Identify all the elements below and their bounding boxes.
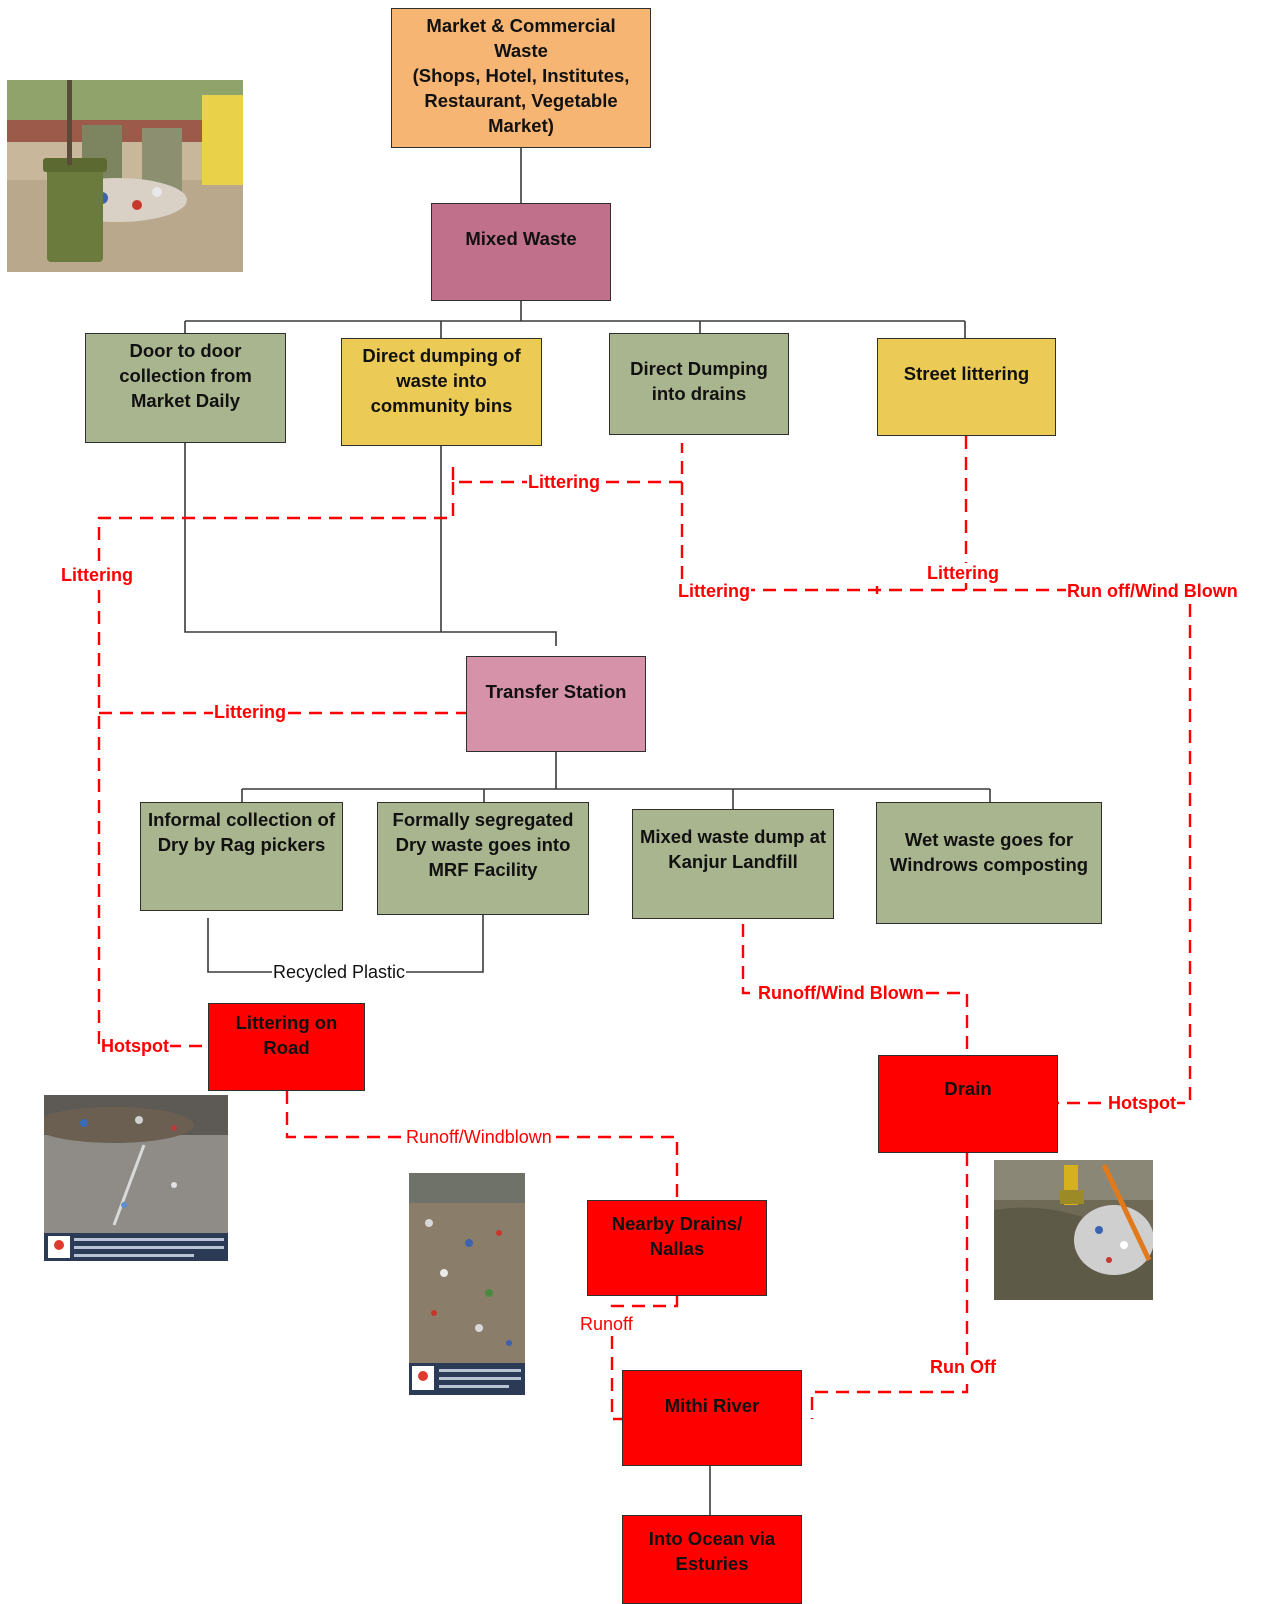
- node-door-to-door: Door to door collection from Market Dail…: [85, 333, 286, 443]
- node-mrf-facility-label: Formally segregated Dry waste goes into …: [392, 809, 574, 880]
- node-nearby-drains-nallas: Nearby Drains/ Nallas: [587, 1200, 767, 1296]
- node-nearby-drains-nallas-label: Nearby Drains/ Nallas: [611, 1213, 743, 1259]
- edge-label-littering-street: Littering: [926, 563, 1000, 583]
- photo-bins: [7, 80, 243, 272]
- node-drain-label: Drain: [944, 1078, 992, 1099]
- connector-mixed-branches: [184, 300, 966, 338]
- dash-nallas-mithi: [610, 1296, 679, 1421]
- node-dumping-drains-label: Direct Dumping into drains: [630, 358, 768, 404]
- node-littering-on-road: Littering on Road: [208, 1003, 365, 1091]
- node-littering-on-road-label: Littering on Road: [235, 1012, 338, 1058]
- node-door-to-door-label: Door to door collection from Market Dail…: [119, 340, 252, 411]
- edge-label-recycled-plastic: Recycled Plastic: [272, 962, 407, 982]
- photo-road: [44, 1095, 228, 1261]
- node-ocean-estuaries: Into Ocean via Esturies: [622, 1515, 802, 1604]
- edge-label-runoff-wind-blown-landfill: Runoff/Wind Blown: [757, 983, 925, 1003]
- node-street-littering-label: Street littering: [903, 363, 1030, 384]
- solid-connectors: [184, 148, 991, 1515]
- edge-label-runoff-wind-blown: Run off/Wind Blown: [1066, 581, 1239, 601]
- node-community-bins-label: Direct dumping of waste into community b…: [362, 345, 521, 416]
- node-drain: Drain: [878, 1055, 1058, 1153]
- edge-label-runoff: Runoff: [579, 1314, 634, 1334]
- edge-label-littering-drain: Littering: [677, 581, 751, 601]
- edge-label-runoff-windblown: Runoff/Windblown: [405, 1127, 553, 1147]
- connector-door-transfer: [184, 443, 557, 646]
- connector-transfer-branches: [241, 752, 991, 809]
- dash-drain-mithi: [810, 1153, 969, 1419]
- edge-label-hotspot-left: Hotspot: [100, 1036, 170, 1056]
- node-dumping-drains: Direct Dumping into drains: [609, 333, 789, 435]
- node-street-littering: Street littering: [877, 338, 1056, 436]
- node-ocean-estuaries-label: Into Ocean via Esturies: [648, 1528, 776, 1574]
- node-mixed-waste-label: Mixed Waste: [465, 228, 577, 249]
- edge-label-littering-top: Littering: [527, 472, 601, 492]
- node-mrf-facility: Formally segregated Dry waste goes into …: [377, 802, 589, 915]
- edge-label-littering-transfer: Littering: [213, 702, 287, 722]
- node-transfer-station: Transfer Station: [466, 656, 646, 752]
- node-market-commercial-waste-label: Market & Commercial Waste (Shops, Hotel,…: [412, 15, 630, 136]
- node-windrows-composting: Wet waste goes for Windrows composting: [876, 802, 1102, 924]
- node-informal-collection: Informal collection of Dry by Rag picker…: [140, 802, 343, 911]
- node-market-commercial-waste: Market & Commercial Waste (Shops, Hotel,…: [391, 8, 651, 148]
- photo-pile: [409, 1173, 525, 1395]
- node-informal-collection-label: Informal collection of Dry by Rag picker…: [147, 809, 336, 855]
- node-mithi-river-label: Mithi River: [664, 1395, 760, 1416]
- edge-label-hotspot-right: Hotspot: [1107, 1093, 1177, 1113]
- photo-drain: [994, 1160, 1153, 1300]
- edge-label-run-off: Run Off: [929, 1357, 997, 1377]
- node-kanjur-landfill: Mixed waste dump at Kanjur Landfill: [632, 809, 834, 919]
- node-windrows-composting-label: Wet waste goes for Windrows composting: [889, 829, 1089, 875]
- edge-label-littering-left: Littering: [60, 565, 134, 585]
- node-mithi-river: Mithi River: [622, 1370, 802, 1466]
- node-transfer-station-label: Transfer Station: [485, 681, 627, 702]
- node-mixed-waste: Mixed Waste: [431, 203, 611, 301]
- node-community-bins: Direct dumping of waste into community b…: [341, 338, 542, 446]
- node-kanjur-landfill-label: Mixed waste dump at Kanjur Landfill: [639, 826, 827, 872]
